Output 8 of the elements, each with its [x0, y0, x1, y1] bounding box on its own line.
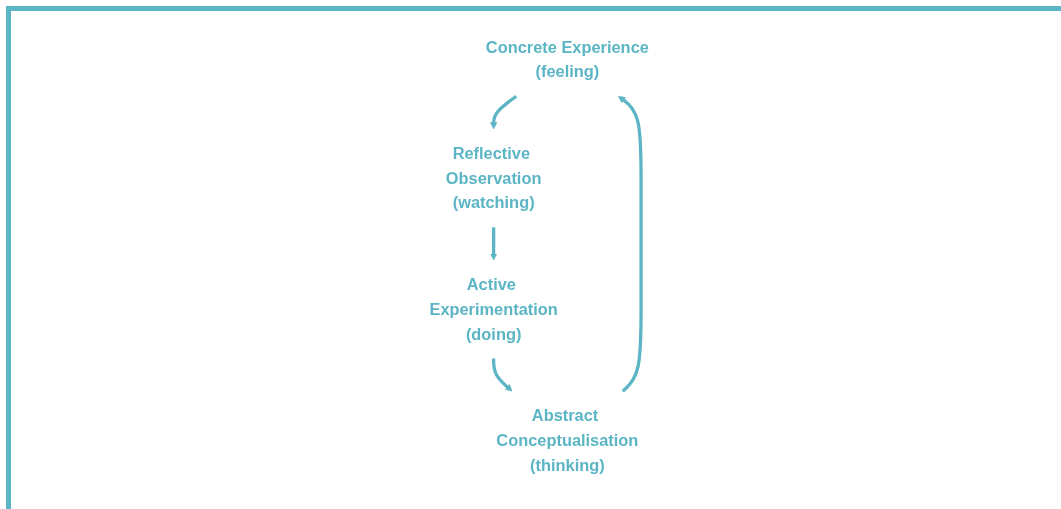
arrow — [490, 94, 518, 130]
node-text: Abstract Conceptualisation (thinking) — [496, 406, 639, 474]
arrow — [490, 227, 498, 261]
node-text: Active Experimentation (doing) — [429, 275, 558, 343]
arrow — [492, 358, 513, 392]
node-text: Reflective Observation (watching) — [445, 144, 542, 212]
node-text: Concrete Experience (feeling) — [485, 38, 649, 81]
arrow — [618, 95, 643, 393]
